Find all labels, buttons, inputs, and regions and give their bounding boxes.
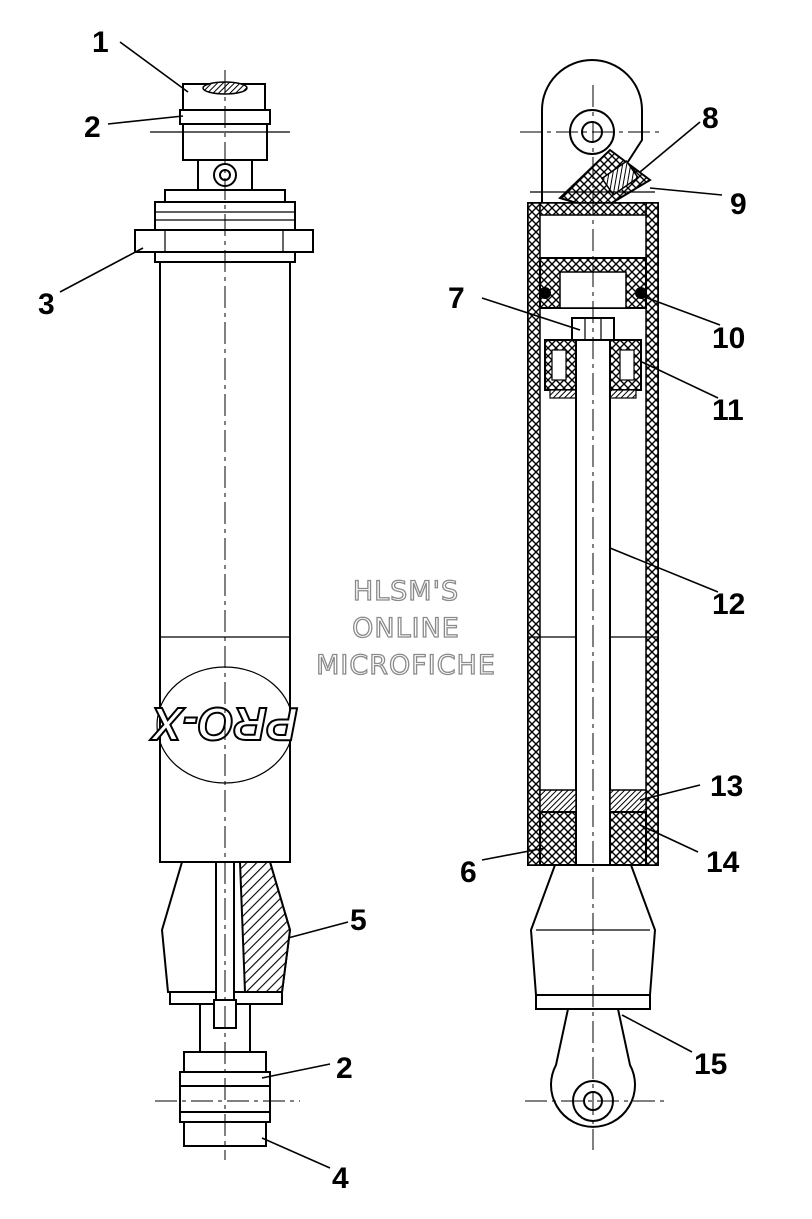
callout-1: 1 <box>92 26 109 59</box>
watermark-line-2: ONLINE <box>352 613 460 644</box>
callout-5: 5 <box>350 904 367 937</box>
seal-part <box>539 789 577 813</box>
callout-9: 9 <box>730 188 747 221</box>
watermark-line-1: HLSM'S <box>353 576 459 607</box>
brand-logo-text: PRO-X <box>150 698 298 750</box>
watermark: HLSM'S ONLINE MICROFICHE <box>315 575 496 681</box>
adjuster-nut-part <box>134 229 314 253</box>
callout-7: 7 <box>448 282 465 315</box>
callout-8: 8 <box>702 102 719 135</box>
callout-2-bottom: 2 <box>336 1052 353 1085</box>
callout-3: 3 <box>38 288 55 321</box>
callout-4: 4 <box>332 1162 349 1195</box>
callout-6: 6 <box>460 856 477 889</box>
callout-15: 15 <box>694 1048 727 1081</box>
callout-14: 14 <box>706 846 740 879</box>
callout-10: 10 <box>712 322 745 355</box>
right-shock-cross-section <box>520 59 668 1150</box>
callout-labels: 1 2 3 2 4 5 6 7 8 9 10 11 12 13 14 15 <box>38 26 747 1195</box>
watermark-line-3: MICROFICHE <box>316 650 496 681</box>
left-shock-exterior: PRO-X <box>134 70 314 1160</box>
callout-12: 12 <box>712 588 745 621</box>
callout-13: 13 <box>710 770 743 803</box>
bearing-part <box>539 811 577 866</box>
callout-11: 11 <box>712 394 744 427</box>
callout-2-top: 2 <box>84 111 101 144</box>
leader-lines <box>59 41 723 1169</box>
